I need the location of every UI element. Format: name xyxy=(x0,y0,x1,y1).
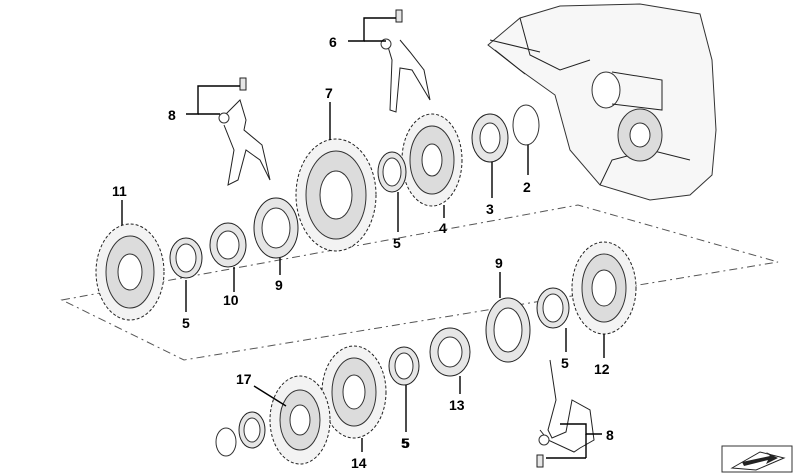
callout-label: 10 xyxy=(223,292,239,308)
sleeve-5-left xyxy=(169,237,203,279)
ring-2 xyxy=(512,104,540,146)
gear-12 xyxy=(571,241,637,335)
callout-label: 5 xyxy=(401,435,409,451)
callout-label: 5 xyxy=(182,315,190,331)
callout-label: 12 xyxy=(594,361,610,377)
gear-11 xyxy=(95,223,165,321)
shift-fork-left xyxy=(218,77,271,186)
callout-label: 6 xyxy=(329,34,337,50)
sleeve-bottom-left xyxy=(238,411,266,449)
sheet-arrow-icon[interactable] xyxy=(721,445,793,473)
reference-plane xyxy=(60,204,779,361)
callout-labels: 6 7 8 11 5 10 9 5 4 3 2 9 5 12 5 17 13 5… xyxy=(112,34,614,471)
bearing-10 xyxy=(209,222,247,268)
gear-14 xyxy=(321,345,387,439)
shift-fork-upper xyxy=(380,9,431,113)
callout-label: 8 xyxy=(606,427,614,443)
callout-label: 3 xyxy=(486,201,494,217)
leader-lines xyxy=(121,17,605,459)
callout-label: 5 xyxy=(393,235,401,251)
sleeve-5-right xyxy=(536,287,570,329)
snap-ring-bottom-left xyxy=(215,427,237,457)
callout-label: 8 xyxy=(168,107,176,123)
bearing-3 xyxy=(471,113,509,163)
sleeve-5-upper xyxy=(377,151,407,193)
synchro-ring-9-upper xyxy=(253,197,299,259)
synchro-ring-9-lower xyxy=(485,297,531,363)
callout-label: 5 xyxy=(402,435,410,451)
callout-label: 9 xyxy=(275,277,283,293)
callout-label: 17 xyxy=(236,371,252,387)
shift-fork-lower xyxy=(536,359,595,468)
callout-label: 9 xyxy=(495,255,503,271)
callout-label: 4 xyxy=(439,220,447,236)
callout-label: 11 xyxy=(112,183,127,199)
callout-label: 2 xyxy=(523,179,531,195)
gear-4 xyxy=(401,113,463,207)
callout-label: 7 xyxy=(325,85,333,101)
transmission-housing xyxy=(487,3,717,201)
gear-7 xyxy=(295,138,377,252)
callout-label: 14 xyxy=(351,455,367,471)
callout-label: 13 xyxy=(449,397,465,413)
gear-bottom-left xyxy=(269,375,331,465)
sleeve-5-lower xyxy=(388,346,420,386)
callout-label: 5 xyxy=(561,355,569,371)
bearing-13 xyxy=(429,327,471,377)
